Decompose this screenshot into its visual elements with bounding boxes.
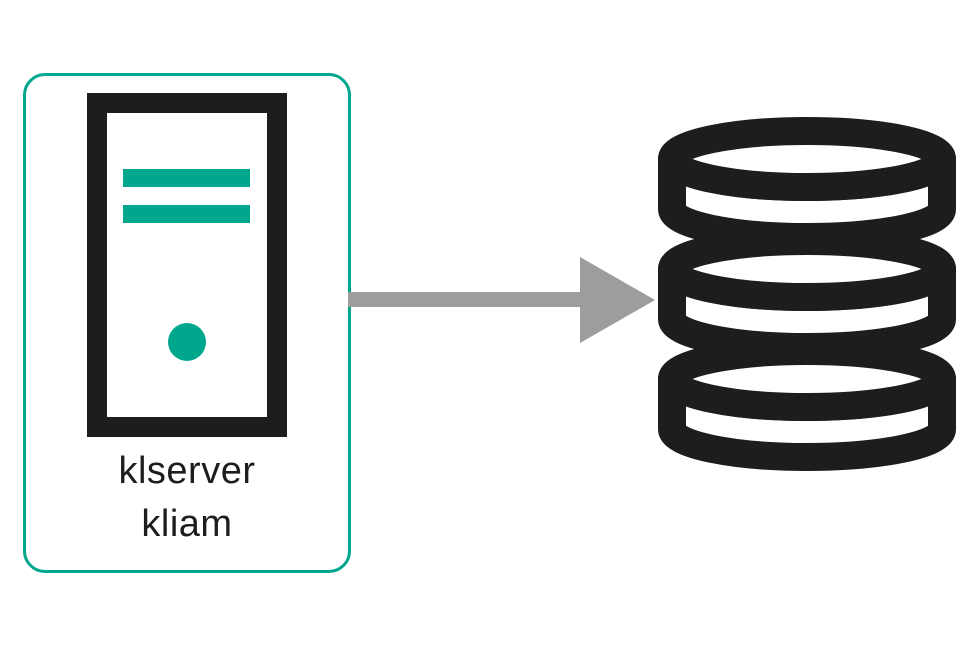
database-disk-top-top [658, 117, 956, 201]
server-chassis [87, 93, 287, 437]
server-icon [87, 93, 287, 437]
arrow-head [580, 257, 655, 343]
arrow-shaft [348, 292, 584, 307]
server-power-led [168, 323, 206, 361]
arrow-right-icon [348, 257, 655, 343]
server-account-name-1: klserver [118, 450, 256, 492]
database-icon [658, 117, 956, 471]
server-drive-stripe-bottom [123, 205, 250, 223]
server-node-label: klserver kliam [118, 445, 255, 551]
server-drive-stripe-top [123, 169, 250, 187]
server-account-name-2: kliam [141, 503, 233, 545]
server-node-box: klserver kliam [23, 73, 351, 573]
